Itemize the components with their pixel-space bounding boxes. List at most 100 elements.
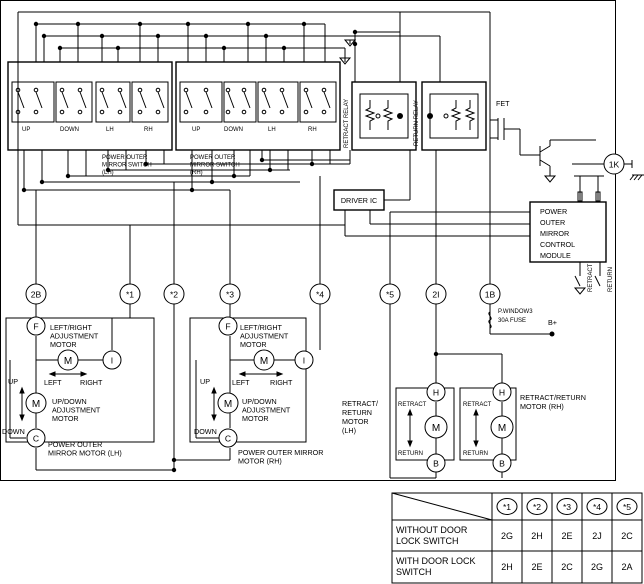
driver-ic-label: DRIVER IC (341, 196, 377, 205)
switch-lh-label-rh: RH (144, 127, 153, 133)
motor-lh-pin-f: F (33, 322, 38, 332)
motor-lh-pin-i: I (111, 356, 113, 366)
switch-lh-label-down: DOWN (60, 127, 79, 133)
table-row-1-val-3: 2E (561, 531, 572, 541)
table-row-1-label: WITHOUT DOOR LOCK SWITCH (396, 525, 470, 546)
retract-motor-lh-retract: RETRACT (398, 402, 427, 408)
table-row-1-val-5: 2C (621, 531, 633, 541)
switch-lh: UP DOWN LH RH POWER OUTER MIRROR SWITCH … (7, 61, 173, 176)
module-return-label: RETURN (608, 267, 614, 292)
diagram-frame (0, 0, 616, 481)
switch-rh-label-lh: LH (268, 127, 276, 133)
terminal-2b: 2B (31, 290, 42, 300)
control-module: POWER OUTER MIRROR CONTROL MODULE RETRAC… (529, 175, 614, 295)
terminal-1b: 1B (485, 290, 496, 300)
motor-lh-ud-label: UP/DOWN ADJUSTMENT MOTOR (52, 397, 102, 423)
motor-rh-lr-motor: M (260, 356, 268, 367)
switch-rh-label-down: DOWN (224, 127, 243, 133)
motor-rh-down: DOWN (194, 427, 217, 436)
switch-lh-label-up: UP (22, 127, 30, 133)
table-header-3: *3 (563, 502, 571, 512)
retract-motor-rh-name: RETRACT/RETURN MOTOR (RH) (520, 393, 588, 411)
retract-motor-rh-retract: RETRACT (463, 402, 492, 408)
ground-icon (338, 39, 357, 65)
table-row-2-val-5: 2A (621, 562, 632, 572)
driver-ic: DRIVER IC (333, 189, 385, 211)
table-row-2-label: WITH DOOR LOCK SWITCH (396, 556, 478, 577)
motor-lh-ud-motor: M (32, 399, 40, 410)
retract-relay: RETRACT RELAY (344, 81, 417, 151)
table-header-4: *4 (593, 502, 601, 512)
retract-motor-rh: H M B RETRACT RETURN RETRACT/RETURN MOTO… (435, 304, 588, 478)
return-relay-label: RETURN RELAY (414, 100, 420, 146)
control-module-label: POWER OUTER MIRROR CONTROL MODULE (540, 207, 577, 260)
retract-relay-label: RETRACT RELAY (344, 99, 350, 148)
table-row-1-val-4: 2J (592, 531, 602, 541)
switch-rh-name: POWER OUTER MIRROR SWITCH (RH) (190, 155, 241, 176)
retract-motor-lh-motor: M (432, 423, 440, 434)
motor-lh-lr-label: LEFT/RIGHT ADJUSTMENT MOTOR (50, 323, 100, 349)
motor-rh-pin-i: I (303, 356, 305, 366)
battery-label: B+ (548, 318, 557, 327)
relay-control-wiring (344, 150, 530, 237)
transistor-icon (539, 139, 604, 183)
motor-lh-right: RIGHT (80, 378, 103, 387)
table-header-5: *5 (623, 502, 631, 512)
fuse-label: P.WINDOW3 30A FUSE (498, 309, 534, 324)
table-row-1-val-1: 2G (501, 531, 513, 541)
table-row-2-val-1: 2H (501, 562, 513, 572)
switch-rh-label-rh: RH (308, 127, 317, 133)
terminal-1k-label: 1K (609, 160, 620, 170)
switch-rh-label-up: UP (192, 127, 200, 133)
top-wiring (17, 11, 491, 290)
retract-motor-lh: RETRACT/ RETURN MOTOR (LH) H M B RETRACT… (342, 304, 503, 479)
table-header-2: *2 (533, 502, 541, 512)
switch-lh-label-lh: LH (106, 127, 114, 133)
terminal-star1: *1 (126, 290, 134, 300)
motor-lh-left: LEFT (44, 378, 62, 387)
motor-rh-right: RIGHT (270, 378, 293, 387)
switch-output-dots (21, 157, 315, 193)
terminal-1k: 1K (603, 153, 644, 181)
motor-rh: F LEFT/RIGHT ADJUSTMENT MOTOR M I LEFT R… (171, 304, 325, 473)
motor-rh-name: POWER OUTER MIRROR MOTOR (RH) (238, 448, 325, 466)
motor-rh-ud-motor: M (224, 399, 232, 410)
motor-lh: F LEFT/RIGHT ADJUSTMENT MOTOR M I LEFT R… (2, 304, 175, 471)
switch-output-wiring (23, 150, 437, 290)
switch-lh-name: POWER OUTER MIRROR SWITCH (LH) (102, 155, 153, 176)
motor-rh-lr-label: LEFT/RIGHT ADJUSTMENT MOTOR (240, 323, 290, 349)
motor-rh-pin-c: C (225, 434, 231, 444)
top-wiring-dots (33, 21, 358, 51)
table-row-2-val-2: 2E (531, 562, 542, 572)
fet-icon: FET (489, 99, 540, 156)
retract-motor-rh-motor: M (498, 423, 506, 434)
terminal-star3: *3 (226, 290, 234, 300)
retract-motor-rh-pin-h: H (499, 388, 505, 398)
table-row-2-val-3: 2C (561, 562, 573, 572)
terminal-star4: *4 (316, 290, 324, 300)
motor-lh-down: DOWN (2, 427, 25, 436)
retract-motor-lh-name: RETRACT/ RETURN MOTOR (LH) (342, 399, 380, 435)
motor-rh-up: UP (200, 377, 210, 386)
connector-table: *1 *2 *3 *4 *5 WITHOUT DOOR LOCK SWITCH … (391, 492, 643, 584)
motor-lh-name: POWER OUTER MIRROR MOTOR (LH) (48, 440, 122, 458)
table-header-1: *1 (503, 502, 511, 512)
fet-label: FET (496, 99, 510, 108)
retract-motor-lh-pin-h: H (433, 388, 439, 398)
terminal-2i: 2I (432, 290, 439, 300)
module-retract-label: RETRACT (588, 263, 594, 292)
retract-motor-rh-pin-b: B (499, 459, 505, 469)
motor-rh-pin-f: F (225, 322, 230, 332)
retract-motor-lh-pin-b: B (433, 459, 439, 469)
return-relay: RETURN RELAY (414, 81, 487, 151)
terminal-star5: *5 (386, 290, 394, 300)
retract-motor-lh-return: RETURN (398, 451, 423, 457)
motor-rh-ud-label: UP/DOWN ADJUSTMENT MOTOR (242, 397, 292, 423)
motor-rh-left: LEFT (232, 378, 250, 387)
motor-lh-up: UP (8, 377, 18, 386)
motor-lh-pin-c: C (33, 434, 39, 444)
terminal-star2: *2 (170, 290, 178, 300)
fuse: P.WINDOW3 30A FUSE B+ (488, 304, 557, 337)
table-row-2-val-4: 2G (591, 562, 603, 572)
